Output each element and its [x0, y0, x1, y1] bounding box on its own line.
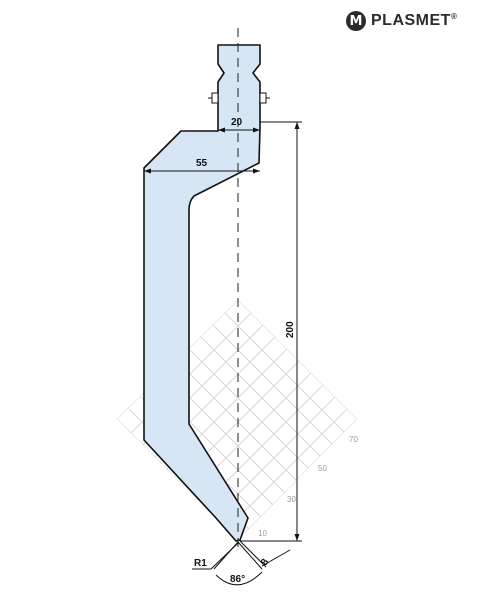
- dimension-shoulder-width: [144, 168, 260, 174]
- dimension-height: [240, 121, 302, 542]
- angle-arc: [213, 541, 263, 586]
- radius-label: R1: [194, 558, 207, 569]
- registered-mark: ®: [450, 12, 458, 21]
- grid-scale-label: 30: [287, 495, 296, 504]
- plasmet-logo-icon: M: [346, 11, 366, 31]
- dimension-tang-width: [218, 127, 260, 133]
- grid-scale-label: 50: [318, 464, 327, 473]
- dimension-tip-offset: [239, 540, 291, 568]
- grid-scale-label: 70: [349, 435, 358, 444]
- dimension-label-200: 200: [285, 321, 296, 338]
- dimension-label-8: 8: [259, 557, 272, 568]
- plasmet-logo: M PLASMET®: [346, 10, 457, 32]
- dimension-label-20: 20: [231, 117, 243, 128]
- brand-name: PLASMET: [371, 12, 451, 29]
- angle-label: 86°: [230, 574, 245, 585]
- tool-profile: [143, 44, 261, 542]
- clamp-bolt-left: [208, 92, 219, 104]
- dimension-label-55: 55: [196, 158, 208, 169]
- clamp-bolt-right: [259, 92, 270, 104]
- grid-scale-label: 10: [258, 529, 267, 538]
